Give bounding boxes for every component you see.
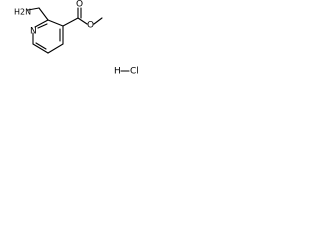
- pyridine-ring: [32, 19, 64, 54]
- ring-double-bond-2: [35, 42, 47, 50]
- bond-nh2-ch2: [27, 7, 40, 11]
- carbonyl-oxygen-label: O: [76, 0, 83, 10]
- ring-bond-c5-c6: [32, 43, 49, 54]
- bond-ch2-ring: [38, 7, 49, 21]
- hcl-hydrogen-label: H: [114, 67, 121, 77]
- ring-nitrogen-label: N: [30, 27, 37, 37]
- bond-carbonyl-ester-o: [77, 17, 88, 25]
- ring-bond-n-c2: [34, 19, 49, 28]
- ring-bond-c2-c3: [47, 19, 64, 27]
- ester-oxygen-label: O: [87, 21, 94, 31]
- hcl-chlorine-label: Cl: [130, 67, 139, 77]
- ring-double-bond-3: [37, 23, 48, 29]
- methyl-ester-group: [62, 7, 103, 27]
- amine-label: H2N: [14, 8, 31, 17]
- bond-ester-o-methyl: [93, 17, 103, 25]
- chemical-structure: H2N N O O H Cl: [14, 0, 139, 77]
- bond-ring-carbonyl: [62, 17, 79, 27]
- ring-bond-c4-c5: [47, 43, 64, 54]
- aminomethyl-group: [27, 7, 49, 21]
